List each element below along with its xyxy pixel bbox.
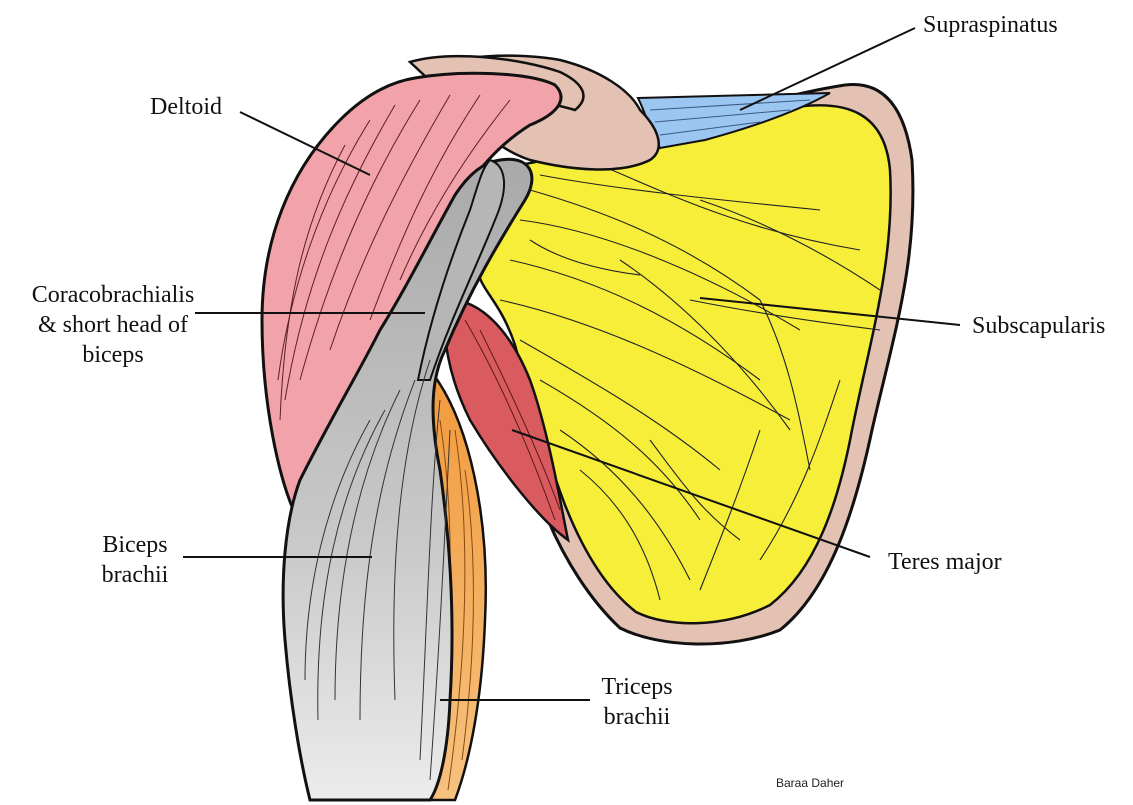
supraspinatus-label: Supraspinatus xyxy=(923,10,1058,40)
coracobrachialis-label-line3: biceps xyxy=(8,340,218,370)
coracobrachialis-label: Coracobrachialis & short head of biceps xyxy=(8,280,218,370)
biceps-label-line2: brachii xyxy=(90,560,180,590)
author-credit: Baraa Daher xyxy=(776,776,844,790)
biceps-label-line1: Biceps xyxy=(90,530,180,560)
coracobrachialis-label-line1: Coracobrachialis xyxy=(8,280,218,310)
deltoid-label: Deltoid xyxy=(150,92,222,122)
triceps-label: Triceps brachii xyxy=(592,672,682,732)
triceps-label-line1: Triceps xyxy=(592,672,682,702)
biceps-label: Biceps brachii xyxy=(90,530,180,590)
subscapularis-label: Subscapularis xyxy=(972,311,1105,341)
coracobrachialis-label-line2: & short head of xyxy=(8,310,218,340)
teres-major-label: Teres major xyxy=(888,547,1002,577)
triceps-label-line2: brachii xyxy=(592,702,682,732)
